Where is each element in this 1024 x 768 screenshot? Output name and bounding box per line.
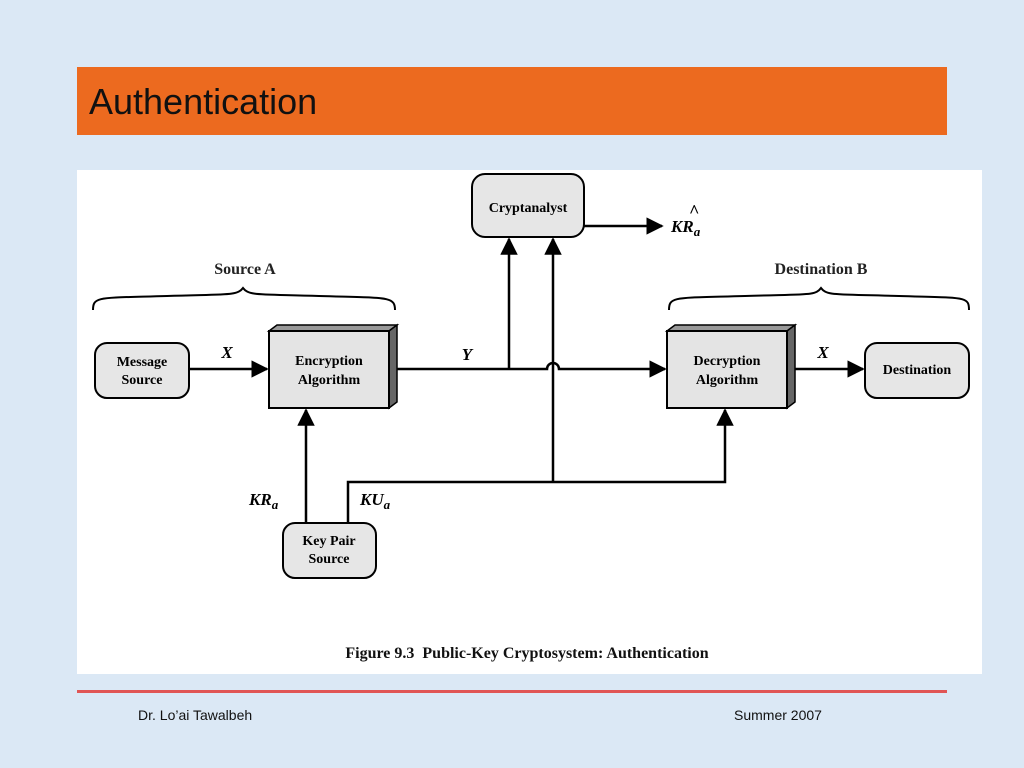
label-x-input: X xyxy=(220,343,233,362)
title-bar: Authentication xyxy=(77,67,947,135)
key-pair-line2: Source xyxy=(309,552,350,567)
footer-divider xyxy=(77,690,947,693)
footer-author: Dr. Lo’ai Tawalbeh xyxy=(138,707,253,723)
source-a-label: Source A xyxy=(214,261,276,278)
source-a-brace xyxy=(92,286,396,311)
slide-title: Authentication xyxy=(89,81,318,122)
destination-label: Destination xyxy=(883,363,952,378)
destination-b-brace xyxy=(668,286,970,311)
encryption-algorithm-node: Encryption Algorithm xyxy=(266,323,400,410)
label-private-key: KRa xyxy=(248,490,279,512)
label-hat-mark: ^ xyxy=(689,201,699,221)
decryption-algorithm-node: Decryption Algorithm xyxy=(664,323,798,410)
cryptanalyst-label: Cryptanalyst xyxy=(489,201,568,216)
encryption-line2: Algorithm xyxy=(298,373,361,388)
footer-term: Summer 2007 xyxy=(734,707,822,723)
key-pair-line1: Key Pair xyxy=(302,534,355,549)
key-pair-source-node: Key Pair Source xyxy=(282,522,377,579)
label-estimated-private-key: KRa xyxy=(670,217,701,239)
figure-caption: Figure 9.3 Public-Key Cryptosystem: Auth… xyxy=(345,645,708,662)
arrow-public-key-to-decryption xyxy=(346,408,734,523)
destination-node: Destination xyxy=(864,342,970,399)
arrow-encryption-to-decryption xyxy=(397,360,667,378)
message-source-line1: Message xyxy=(117,355,168,370)
message-source-node: Message Source xyxy=(94,342,190,399)
label-public-key: KUa xyxy=(359,490,391,512)
cryptanalyst-node: Cryptanalyst xyxy=(471,173,585,238)
decryption-line1: Decryption xyxy=(694,354,761,369)
label-x-output: X xyxy=(816,343,829,362)
destination-b-label: Destination B xyxy=(775,261,868,278)
encryption-line1: Encryption xyxy=(295,354,363,369)
decryption-line2: Algorithm xyxy=(696,373,759,388)
message-source-line2: Source xyxy=(122,373,163,388)
figure-panel: Source A Destination B Message Source En… xyxy=(77,170,982,674)
public-key-authentication-diagram: Source A Destination B Message Source En… xyxy=(92,173,970,662)
label-y: Y xyxy=(462,345,474,364)
